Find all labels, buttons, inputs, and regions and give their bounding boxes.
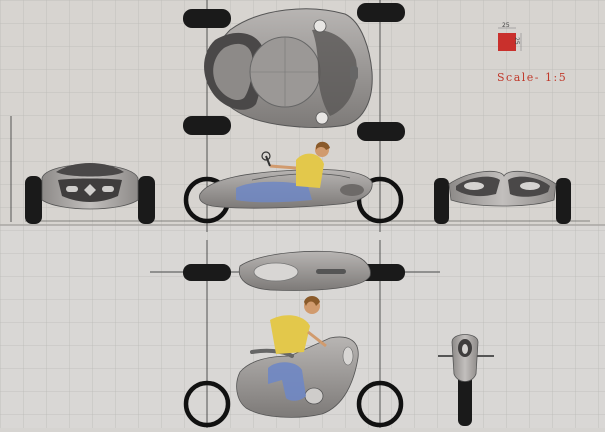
swatch-dimension-side: 25 bbox=[513, 37, 520, 45]
lower-side-wheel-rear bbox=[183, 380, 231, 428]
side-view-lower bbox=[183, 296, 404, 428]
top-view-upper bbox=[183, 3, 405, 141]
scale-label: Scale- 1:5 bbox=[497, 71, 568, 84]
side-view-upper bbox=[183, 141, 404, 224]
rear-wheel-left bbox=[434, 178, 449, 224]
scale-swatch bbox=[498, 27, 522, 51]
front-view-lower bbox=[438, 334, 494, 426]
lower-top-wheel-rear bbox=[183, 264, 231, 281]
front-view-upper bbox=[25, 163, 155, 224]
top-wheel-front-left bbox=[183, 9, 231, 28]
top-view-lower bbox=[150, 250, 440, 291]
top-wheel-rear-right bbox=[357, 122, 405, 141]
lower-front-wheel bbox=[458, 370, 472, 426]
front-wheel-right bbox=[138, 176, 155, 224]
front-wheel-left bbox=[25, 176, 42, 224]
rear-view-upper bbox=[434, 170, 571, 224]
swatch-dimension-top: 25 bbox=[502, 22, 510, 29]
top-wheel-front-right bbox=[357, 3, 405, 22]
side-wheel-front bbox=[356, 176, 404, 224]
top-wheel-rear-left bbox=[183, 116, 231, 135]
rear-wheel-right bbox=[556, 178, 571, 224]
lower-side-wheel-front bbox=[356, 380, 404, 428]
